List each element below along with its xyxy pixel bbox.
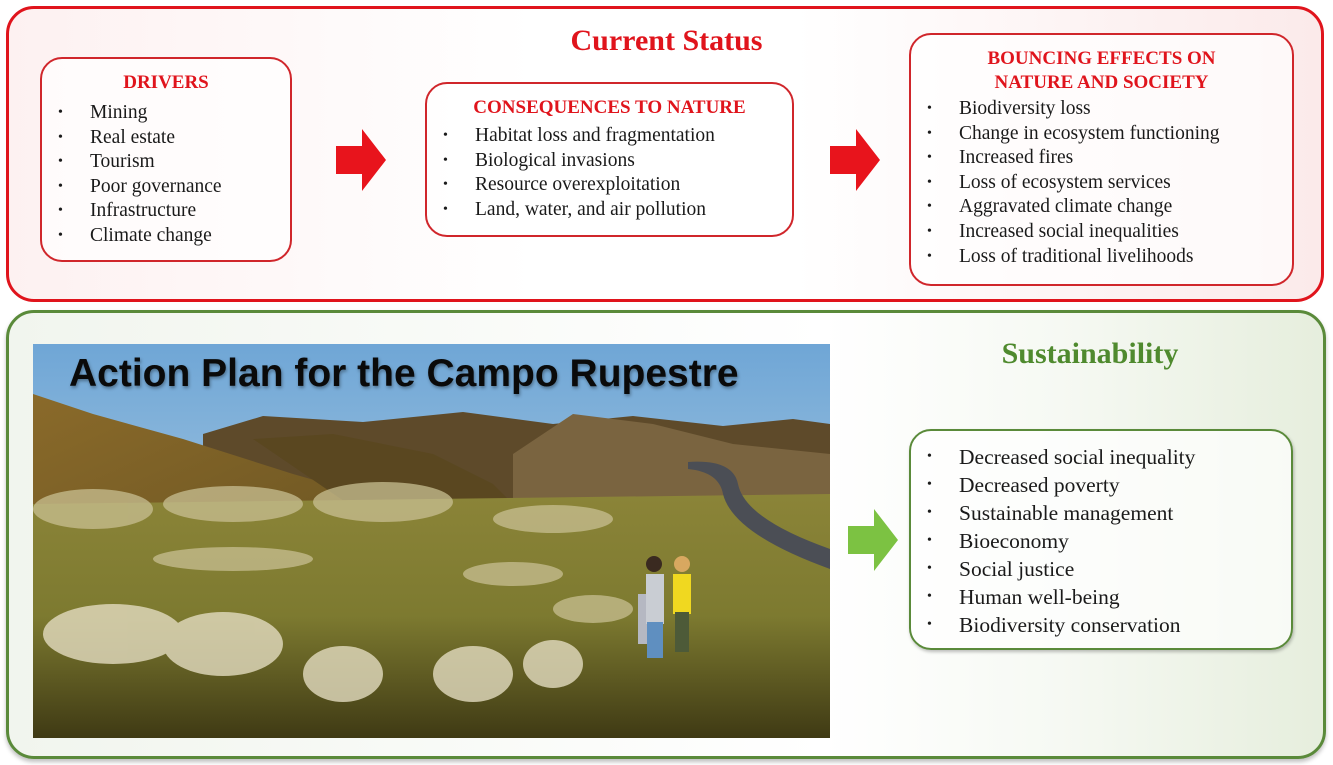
list-item: Resource overexploitation (427, 173, 792, 198)
campo-rupestre-photo: Action Plan for the Campo Rupestre (33, 344, 830, 738)
red-arrow-right-icon (830, 129, 880, 191)
consequences-box: CONSEQUENCES TO NATURE Habitat loss and … (425, 82, 794, 237)
list-item: Social justice (911, 555, 1291, 583)
list-item: Biodiversity loss (911, 97, 1292, 122)
green-arrow-right-icon (848, 509, 898, 571)
list-item: Mining (42, 101, 290, 126)
drivers-list: Mining Real estate Tourism Poor governan… (42, 101, 290, 249)
drivers-heading: DRIVERS (123, 72, 209, 93)
list-item: Decreased social inequality (911, 443, 1291, 471)
sustainability-title: Sustainability (1001, 337, 1179, 370)
list-item: Bioeconomy (911, 527, 1291, 555)
red-arrow-right-icon (336, 129, 386, 191)
list-item: Climate change (42, 224, 290, 249)
bouncing-effects-heading-line1: BOUNCING EFFECTS ON (987, 48, 1216, 69)
action-plan-title: Action Plan for the Campo Rupestre (69, 352, 739, 395)
bouncing-effects-heading-line2: NATURE AND SOCIETY (994, 72, 1209, 93)
current-status-title: Current Status (570, 24, 763, 57)
list-item: Increased fires (911, 146, 1292, 171)
bouncing-effects-list: Biodiversity loss Change in ecosystem fu… (911, 97, 1292, 269)
list-item: Change in ecosystem functioning (911, 122, 1292, 147)
list-item: Loss of ecosystem services (911, 171, 1292, 196)
landscape-illustration (33, 344, 830, 738)
list-item: Habitat loss and fragmentation (427, 124, 792, 149)
list-item: Human well-being (911, 583, 1291, 611)
sustainability-list: Decreased social inequality Decreased po… (911, 443, 1291, 639)
list-item: Infrastructure (42, 199, 290, 224)
list-item: Decreased poverty (911, 471, 1291, 499)
consequences-list: Habitat loss and fragmentation Biologica… (427, 124, 792, 222)
list-item: Land, water, and air pollution (427, 198, 792, 223)
list-item: Biodiversity conservation (911, 611, 1291, 639)
list-item: Tourism (42, 150, 290, 175)
sustainability-box: Decreased social inequality Decreased po… (909, 429, 1293, 650)
list-item: Sustainable management (911, 499, 1291, 527)
list-item: Biological invasions (427, 149, 792, 174)
list-item: Poor governance (42, 175, 290, 200)
consequences-heading: CONSEQUENCES TO NATURE (473, 97, 746, 118)
bouncing-effects-box: BOUNCING EFFECTS ON NATURE AND SOCIETY B… (909, 33, 1294, 286)
list-item: Loss of traditional livelihoods (911, 245, 1292, 270)
list-item: Real estate (42, 126, 290, 151)
drivers-box: DRIVERS Mining Real estate Tourism Poor … (40, 57, 292, 262)
list-item: Increased social inequalities (911, 220, 1292, 245)
list-item: Aggravated climate change (911, 195, 1292, 220)
